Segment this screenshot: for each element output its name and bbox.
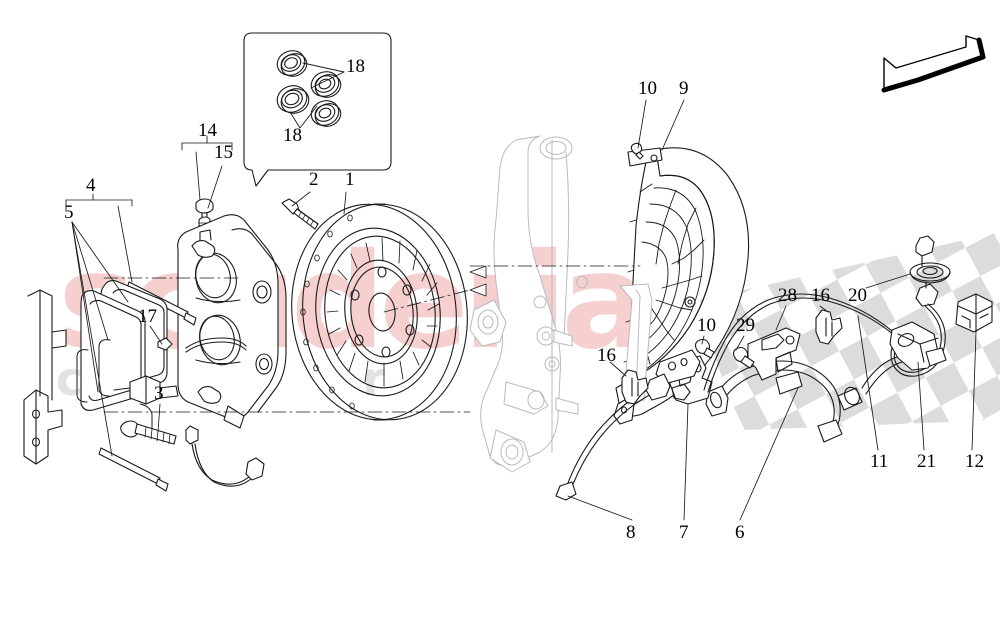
brake-disc-shield (613, 147, 750, 425)
bracket-screw (694, 338, 715, 359)
shield-screw-top (630, 142, 644, 160)
hose-union (889, 321, 947, 371)
hose-clip-right (815, 309, 843, 345)
callout-5[interactable]: 5 (64, 202, 74, 223)
caliper-mounting-bolt (120, 420, 177, 445)
forward-direction-arrow (881, 35, 986, 93)
disc-retaining-screw (281, 198, 319, 230)
callout-15[interactable]: 15 (214, 142, 233, 163)
callout-4[interactable]: 4 (86, 175, 96, 196)
callout-29[interactable]: 29 (736, 315, 755, 336)
pad-carrier-bracket (23, 289, 67, 465)
brake-pad-inner (80, 290, 146, 411)
callout-17[interactable]: 17 (138, 306, 157, 327)
callout-1[interactable]: 1 (345, 169, 355, 190)
callout-7[interactable]: 7 (679, 522, 689, 543)
callout-9[interactable]: 9 (679, 78, 689, 99)
callout-16-left[interactable]: 16 (597, 345, 616, 366)
seal-rings (276, 50, 342, 127)
caliper-guide-pin-lower (98, 447, 169, 492)
callout-16-right[interactable]: 16 (811, 285, 830, 306)
callout-2[interactable]: 2 (309, 169, 319, 190)
sensor-cable (703, 235, 946, 393)
inset-leader-lines (289, 62, 345, 129)
callout-21[interactable]: 21 (917, 451, 936, 472)
callout-10-top[interactable]: 10 (638, 78, 657, 99)
hose-bracket-upper-plate (655, 349, 701, 385)
brake-caliper (177, 214, 287, 429)
axis-center-lines (103, 265, 641, 413)
hose-support-bracket (747, 327, 801, 381)
caliper-brake-line (185, 425, 265, 487)
sensor-connector (955, 293, 993, 333)
callout-12[interactable]: 12 (965, 451, 984, 472)
brake-disc (291, 203, 468, 421)
hose-clip-left (621, 369, 649, 405)
callout-14[interactable]: 14 (198, 120, 217, 141)
brake-pipe (555, 373, 671, 501)
pad-retaining-springs (76, 339, 153, 431)
callout-10-lower[interactable]: 10 (697, 315, 716, 336)
callout-6[interactable]: 6 (735, 522, 745, 543)
pad-wear-sensor (113, 337, 179, 405)
callout-20[interactable]: 20 (848, 285, 867, 306)
callout-18-top[interactable]: 18 (346, 56, 365, 77)
brake-hose (705, 355, 903, 443)
callout-8[interactable]: 8 (626, 522, 636, 543)
callout-leader-lines (65, 99, 977, 521)
callout-28[interactable]: 28 (778, 285, 797, 306)
callout-11[interactable]: 11 (870, 451, 889, 472)
callout-3[interactable]: 3 (154, 383, 164, 404)
axis-arrow-heads (469, 265, 487, 297)
grommet (909, 262, 951, 284)
bracket-clip (732, 346, 755, 369)
callout-18-bottom[interactable]: 18 (283, 125, 302, 146)
steering-knuckle-ghost (469, 135, 588, 473)
